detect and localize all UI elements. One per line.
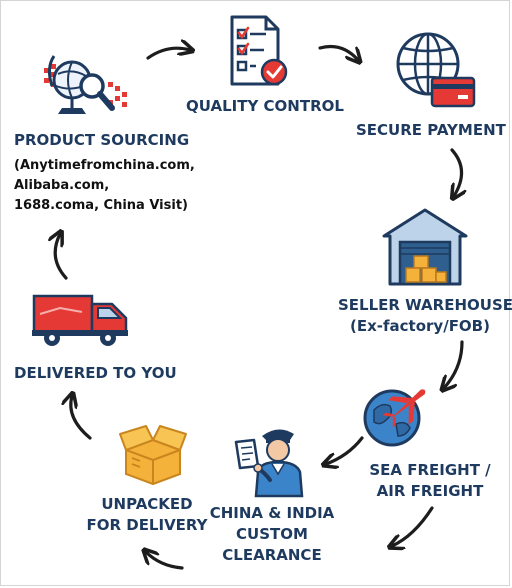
globe-magnifier-icon [44,55,127,114]
label-delivered-to-you: DELIVERED TO YOU [14,364,177,382]
label-freight-line-2: AIR FREIGHT [376,482,484,500]
globe-airplane-icon [363,389,426,447]
arrow-sourcing-to-qc [146,48,190,60]
open-box-icon [119,425,187,486]
arrow-delivered-to-sourcing [55,234,68,280]
label-customs-line-1: CHINA & INDIA [209,504,335,522]
label-customs-line-3: CLEARANCE [222,546,322,564]
arrow-unpacked-to-delivered [71,396,92,440]
checklist-icon [230,15,288,86]
label-quality-control: QUALITY CONTROL [186,97,344,115]
label-product-sourcing: PRODUCT SOURCING [14,131,190,149]
sourcing-detail-line-1: (Anytimefromchina.com, [14,158,195,173]
label-freight-line-1: SEA FREIGHT / [369,461,491,479]
arrow-customs-exit [392,506,434,546]
sourcing-detail-line-2: Alibaba.com, [14,178,110,193]
arrow-qc-to-payment [318,44,358,61]
label-unpacked-line-2: FOR DELIVERY [86,516,208,534]
label-seller-warehouse: SELLER WAREHOUSE [338,296,512,314]
customs-officer-icon [234,429,304,498]
label-unpacked-line-1: UNPACKED [101,495,193,513]
arrow-freight-to-customs [326,436,364,464]
arrow-payment-to-warehouse [452,148,462,196]
arrow-into-unpacked [146,552,184,570]
warehouse-icon [382,208,468,286]
sourcing-detail-line-3: 1688.coma, China Visit) [14,198,188,213]
label-seller-warehouse-detail: (Ex-factory/FOB) [350,317,490,335]
delivery-truck-icon [32,294,128,346]
label-customs-line-2: CUSTOM [236,525,308,543]
arrow-warehouse-to-freight [444,340,464,388]
globe-credit-card-icon [396,32,476,108]
label-secure-payment: SECURE PAYMENT [356,121,506,139]
